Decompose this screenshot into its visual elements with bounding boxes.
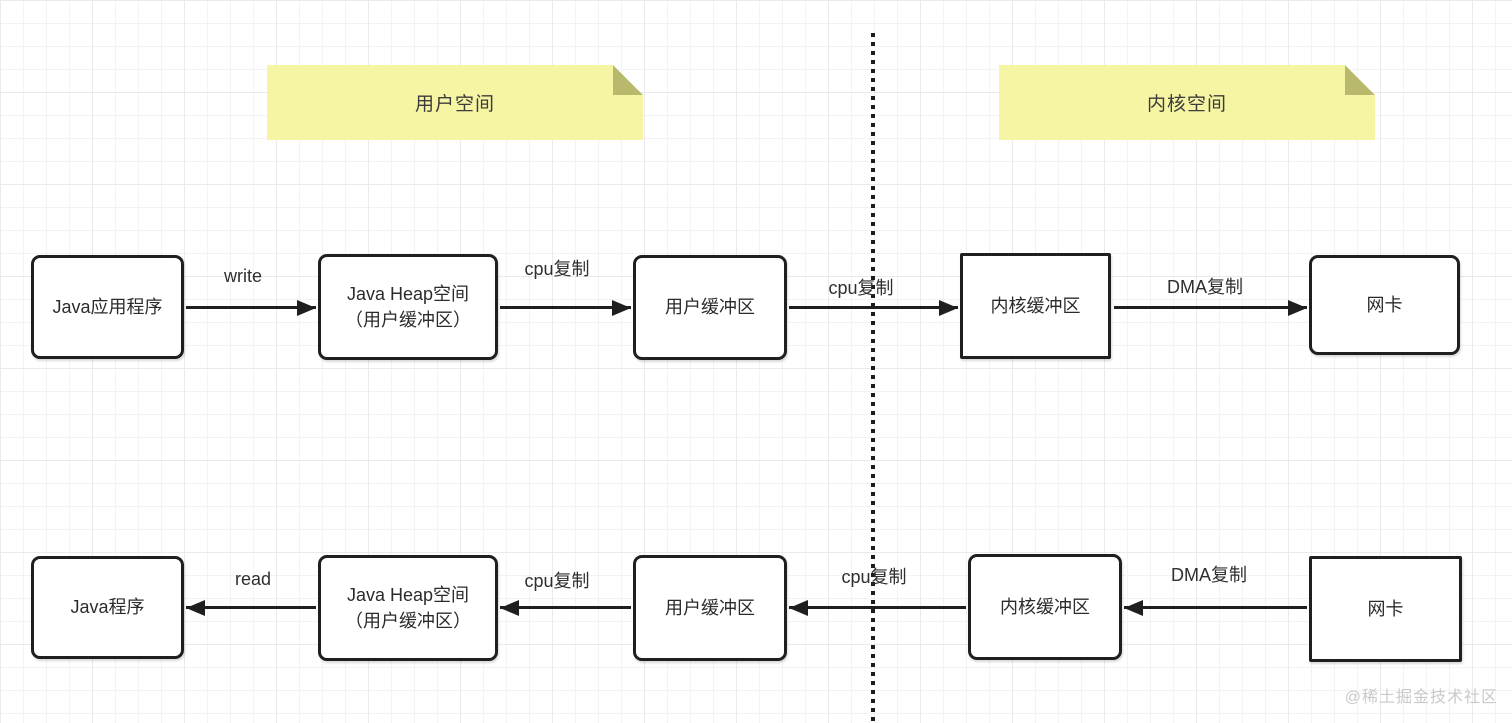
note-label: 用户空间: [414, 94, 495, 115]
box-java-heap-read: Java Heap空间 （用户缓冲区）: [318, 555, 498, 661]
sticky-note-user-space: 用户空间: [267, 65, 643, 140]
arrow-write: [186, 306, 316, 309]
sticky-note-kernel-space: 内核空间: [999, 65, 1375, 140]
arrow-cpu-copy-read-2: [789, 606, 966, 609]
arrow-label-cpu-copy: cpu复制: [524, 259, 590, 279]
arrow-cpu-copy-write-1: [500, 306, 631, 309]
arrow-cpu-copy-write-2: [789, 306, 958, 309]
arrow-cpu-copy-read-1: [500, 606, 631, 609]
box-java-program: Java程序: [31, 556, 184, 659]
box-kernel-buffer-write: 内核缓冲区: [960, 253, 1111, 359]
note-label: 内核空间: [1146, 94, 1227, 115]
arrow-label-cpu-copy: cpu复制: [828, 278, 894, 298]
watermark: @稀土掘金技术社区: [1344, 689, 1498, 706]
arrow-label-dma-copy: DMA复制: [1167, 277, 1243, 297]
arrow-dma-copy-read: [1124, 606, 1307, 609]
arrow-label-cpu-copy: cpu复制: [841, 567, 907, 587]
arrow-label-read: read: [234, 569, 272, 589]
space-divider-dotted-line: [871, 33, 875, 723]
box-user-buffer-read: 用户缓冲区: [633, 555, 787, 661]
box-nic-write: 网卡: [1309, 255, 1460, 355]
arrow-label-cpu-copy: cpu复制: [524, 571, 590, 591]
box-user-buffer-write: 用户缓冲区: [633, 255, 787, 360]
note-fold-icon: [1345, 65, 1375, 95]
arrow-dma-copy-write: [1114, 306, 1307, 309]
arrow-label-dma-copy: DMA复制: [1171, 565, 1247, 585]
note-fold-icon: [613, 65, 643, 95]
arrow-read: [186, 606, 316, 609]
box-kernel-buffer-read: 内核缓冲区: [968, 554, 1122, 660]
arrow-label-write: write: [223, 266, 263, 286]
box-java-application: Java应用程序: [31, 255, 184, 359]
box-java-heap-write: Java Heap空间 （用户缓冲区）: [318, 254, 498, 360]
box-nic-read: 网卡: [1309, 556, 1462, 662]
